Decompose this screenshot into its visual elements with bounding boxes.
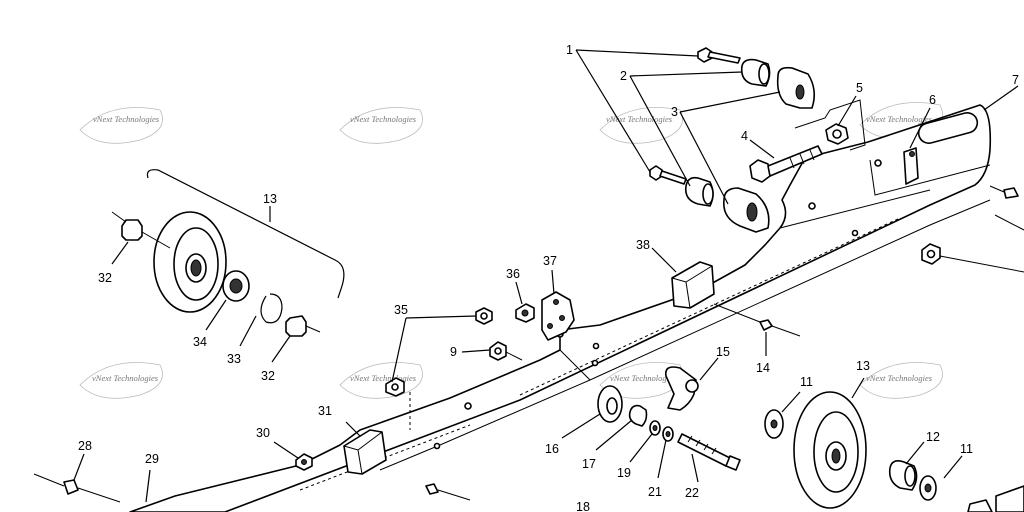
nut-36 xyxy=(515,303,535,323)
washer-19 xyxy=(649,420,661,436)
watermark-text: vNext Technologies xyxy=(350,114,417,124)
snap-ring-33 xyxy=(260,293,283,324)
rail-slot xyxy=(917,112,979,144)
watermark-text: vNext Technologies xyxy=(92,373,159,383)
bolt-22 xyxy=(677,433,741,471)
watermark-text: vNext Technologies xyxy=(866,373,933,383)
callouts: 1 2 3 4 5 6 7 13 32 34 33 32 35 9 36 37 … xyxy=(78,43,1019,512)
callout-30: 30 xyxy=(256,426,270,440)
callout-31: 31 xyxy=(318,404,332,418)
hanger-37 xyxy=(541,291,575,341)
slide-rail xyxy=(129,104,992,512)
bolt-lower-mid xyxy=(425,483,471,501)
watermark-8: vNext Technologies xyxy=(859,362,943,399)
bolt-4 xyxy=(749,145,823,183)
callout-15: 15 xyxy=(716,345,730,359)
watermark-text: vNext Technologies xyxy=(866,114,933,124)
spacer-12 xyxy=(888,460,918,491)
wheel-16 xyxy=(597,385,623,423)
wheel-13-left xyxy=(153,211,227,313)
washer-11-right xyxy=(919,475,937,501)
callout-11-top: 11 xyxy=(800,375,813,389)
bearing-34 xyxy=(222,270,250,302)
callout-5: 5 xyxy=(856,81,863,95)
callout-13-left: 13 xyxy=(263,192,277,206)
bolt-28 xyxy=(33,473,121,503)
watermark-text: vNext Technologies xyxy=(93,114,160,124)
watermark-1: vNext Technologies xyxy=(79,107,163,144)
clip-6 xyxy=(903,147,919,185)
block-lower xyxy=(723,187,770,233)
callout-17: 17 xyxy=(582,457,596,471)
watermark-2: vNext Technologies xyxy=(339,107,423,144)
callout-2: 2 xyxy=(620,69,627,83)
bolt-lower xyxy=(649,165,687,185)
callout-35: 35 xyxy=(394,303,408,317)
callout-19: 19 xyxy=(617,466,631,480)
callout-9: 9 xyxy=(450,345,457,359)
slider-block-38 xyxy=(671,261,715,309)
callout-32-left: 32 xyxy=(98,271,112,285)
callout-18: 18 xyxy=(576,500,590,512)
watermark-3: vNext Technologies xyxy=(599,107,683,144)
bracket-13-left xyxy=(146,169,345,299)
watermark-text: vNext Technologies xyxy=(606,114,673,124)
callout-3: 3 xyxy=(671,105,678,119)
callout-1: 1 xyxy=(566,43,573,57)
callout-4: 4 xyxy=(741,129,748,143)
watermark-text: vNext Technologies xyxy=(610,373,677,383)
callout-7: 7 xyxy=(1012,73,1019,87)
leader-lines xyxy=(73,49,1019,503)
callout-32-right: 32 xyxy=(261,369,275,383)
bracket-5-outline xyxy=(794,99,866,151)
nut-35-top xyxy=(475,307,493,325)
nut-35-bottom xyxy=(385,377,411,430)
callout-16: 16 xyxy=(545,442,559,456)
cap-30 xyxy=(295,453,313,471)
spacer-32-left xyxy=(111,211,171,249)
wheel-13-right xyxy=(793,391,867,509)
callout-29: 29 xyxy=(145,452,159,466)
callout-33: 33 xyxy=(227,352,241,366)
callout-36: 36 xyxy=(506,267,520,281)
bolt-upper xyxy=(697,47,741,64)
callout-38: 38 xyxy=(636,238,650,252)
callout-14: 14 xyxy=(756,361,770,375)
callout-11-bottom: 11 xyxy=(960,442,973,456)
spacer-17 xyxy=(628,404,648,427)
bracket-15 xyxy=(664,366,699,411)
bolt-end-right xyxy=(967,485,1024,512)
nut-right xyxy=(921,243,1024,273)
callout-12: 12 xyxy=(926,430,940,444)
washer-11-left xyxy=(764,409,784,439)
watermarks: vNext Technologies vNext Technologies vN… xyxy=(79,102,943,399)
spacer-32-right xyxy=(285,315,321,337)
nut-5 xyxy=(825,123,849,145)
bolt-14 xyxy=(713,303,801,337)
watermark-6: vNext Technologies xyxy=(339,362,423,399)
callout-22: 22 xyxy=(685,486,699,500)
bushing-upper xyxy=(740,58,771,87)
bolt-right xyxy=(989,185,1024,231)
slider-block-31 xyxy=(343,429,387,475)
callout-37: 37 xyxy=(543,254,557,268)
watermark-5: vNext Technologies xyxy=(79,362,163,399)
callout-28: 28 xyxy=(78,439,92,453)
watermark-text: vNext Technologies xyxy=(350,373,417,383)
callout-34: 34 xyxy=(193,335,207,349)
callout-6: 6 xyxy=(929,93,936,107)
block-upper xyxy=(776,66,816,109)
bushing-lower xyxy=(684,176,714,207)
callout-13-right: 13 xyxy=(856,359,870,373)
nut-9 xyxy=(489,341,523,361)
washer-21 xyxy=(662,426,674,442)
callout-21: 21 xyxy=(648,485,662,499)
